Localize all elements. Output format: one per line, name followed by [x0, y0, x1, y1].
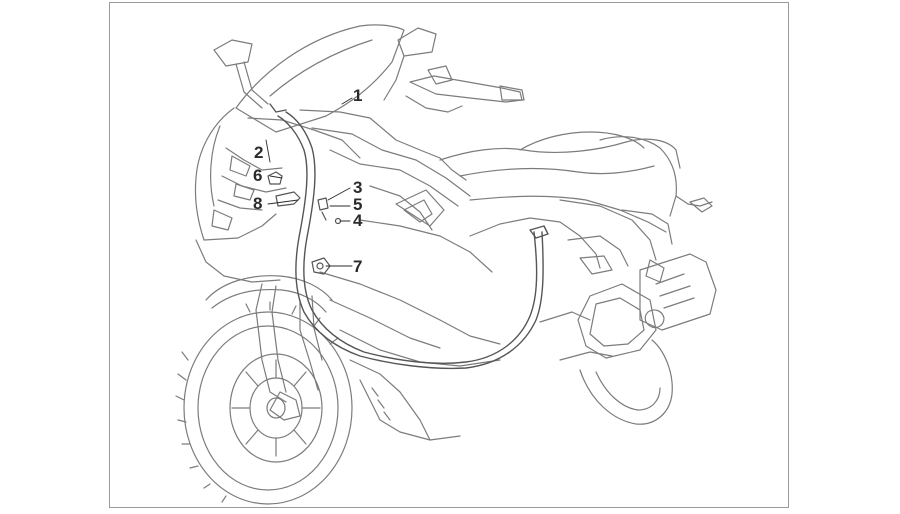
cable-harness	[269, 103, 549, 370]
callout-7: 7	[353, 257, 363, 276]
exhaust	[639, 253, 717, 331]
callout-5: 5	[353, 195, 363, 214]
front-mudguard	[205, 275, 333, 313]
callout-8: 8	[253, 194, 263, 213]
scooter-body	[299, 109, 501, 441]
diagram-frame	[109, 2, 789, 508]
windscreen	[235, 24, 405, 133]
front-fork	[255, 283, 323, 421]
part-6-connector	[267, 171, 283, 185]
engine-block	[539, 283, 657, 361]
callout-6: 6	[253, 166, 263, 185]
front-fairing	[194, 107, 361, 283]
callout-1: 1	[353, 86, 363, 105]
rear-wheel	[579, 339, 673, 425]
left-mirror	[213, 39, 269, 109]
part-3-5-4-fittings	[317, 197, 342, 225]
part-8-connector	[275, 191, 301, 207]
callout-2: 2	[254, 143, 264, 162]
callout-4: 4	[353, 211, 363, 230]
front-wheel	[175, 301, 353, 505]
part-7-clamp	[311, 257, 331, 275]
handlebar	[405, 65, 525, 113]
callout-3: 3	[353, 178, 363, 197]
right-mirror	[383, 27, 437, 101]
callout-leaders	[265, 97, 353, 267]
seat-and-rear	[439, 131, 713, 275]
